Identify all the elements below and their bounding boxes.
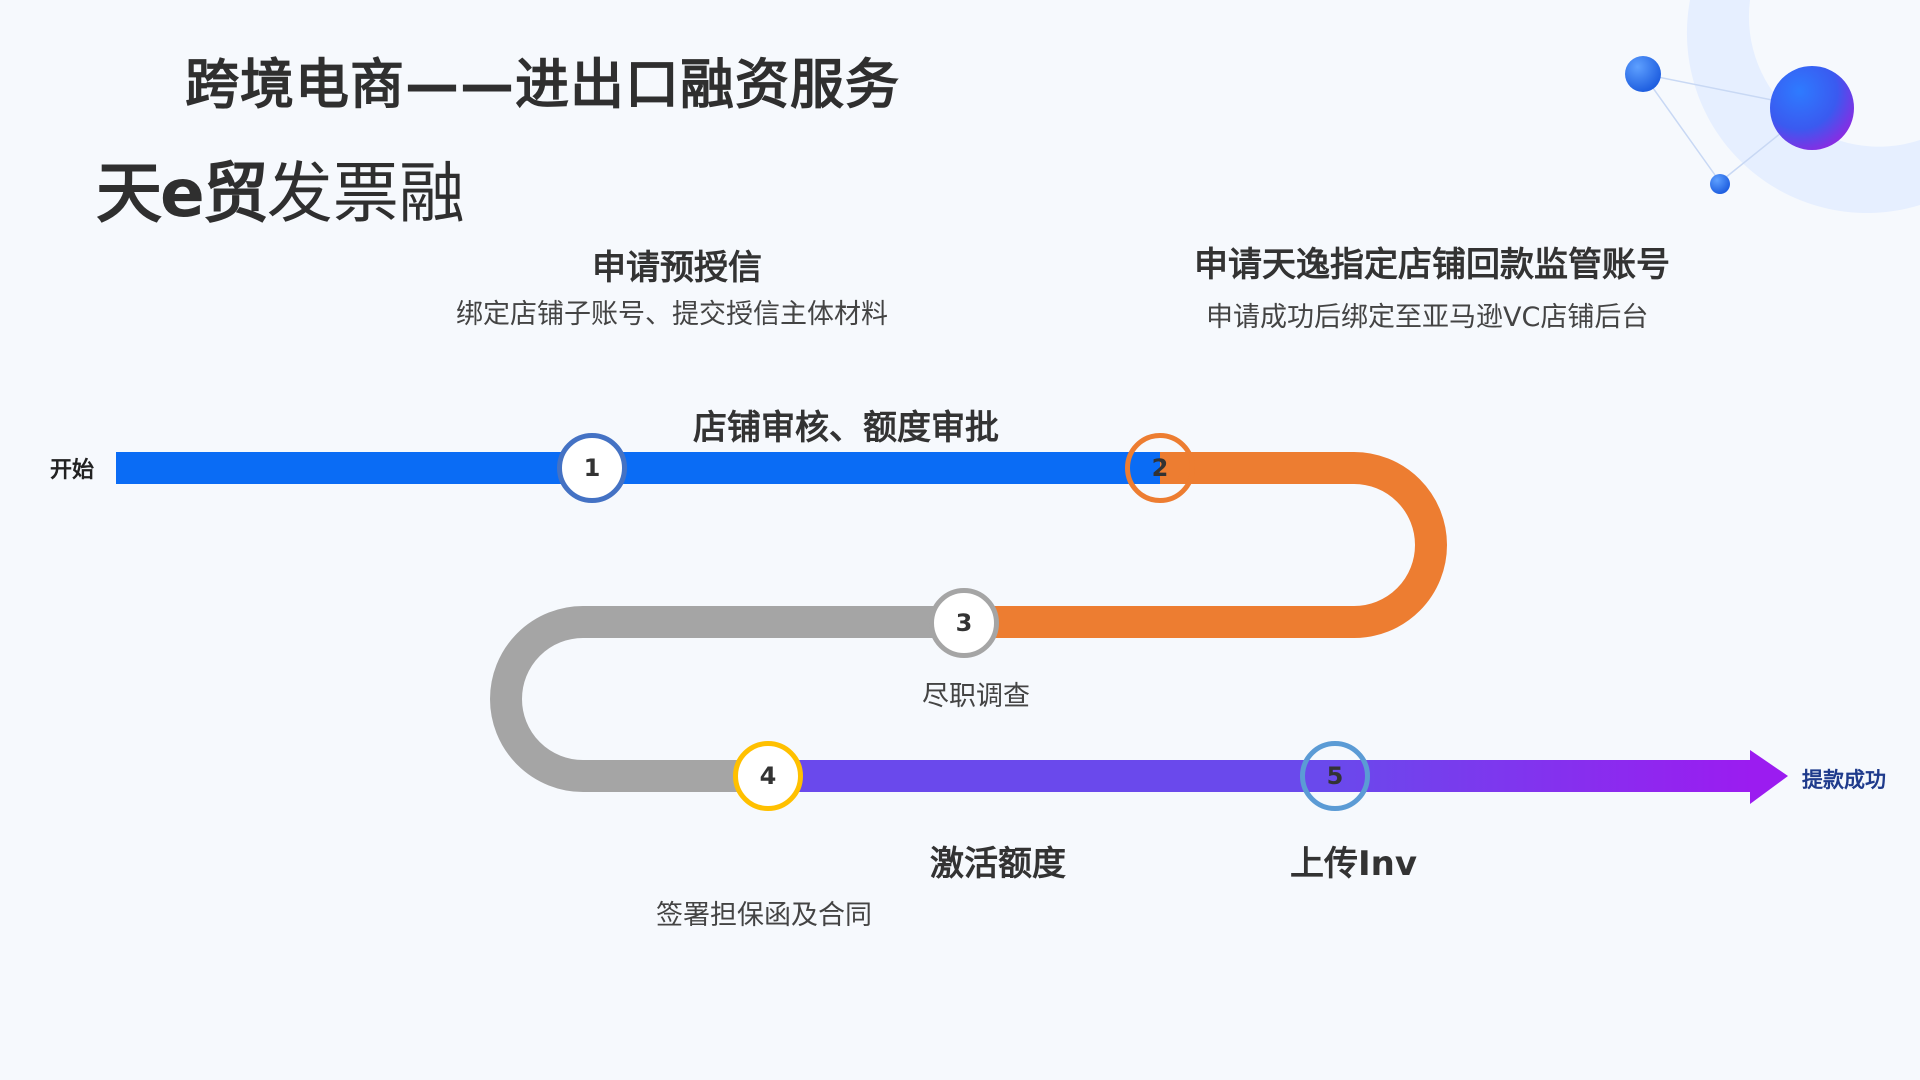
- step-2-node: 2: [1125, 433, 1195, 503]
- small-sphere: [1625, 56, 1661, 92]
- product-name: 天e贸发票融: [96, 140, 465, 236]
- step-1-title: 申请预授信: [592, 248, 762, 288]
- large-sphere: [1770, 66, 1854, 150]
- account-note-description: 申请成功后绑定至亚马逊VC店铺后台: [1206, 302, 1649, 333]
- step-3-description: 尽职调查: [922, 681, 1030, 712]
- start-label: 开始: [50, 458, 95, 483]
- account-note-title: 申请天逸指定店铺回款监管账号: [1194, 245, 1670, 285]
- route-segment-5-to-end: [1334, 760, 1752, 792]
- page-title: 跨境电商——进出口融资服务: [185, 53, 900, 116]
- tiny-sphere: [1710, 174, 1730, 194]
- step-1-description: 绑定店铺子账号、提交授信主体材料: [456, 299, 888, 330]
- step-3-node: 3: [929, 588, 999, 658]
- product-name-suffix: 发票融: [266, 155, 465, 232]
- step-1-node: 1: [557, 433, 627, 503]
- step-5-title: 上传Inv: [1290, 844, 1418, 884]
- step-5-node: 5: [1300, 741, 1370, 811]
- step-4-description: 签署担保函及合同: [656, 900, 872, 931]
- route-end-arrowhead: [1750, 750, 1788, 804]
- end-label: 提款成功: [1802, 768, 1886, 792]
- decorative-spheres: [1625, 0, 1920, 213]
- product-name-prefix: 天e贸: [96, 155, 269, 232]
- step-4-node: 4: [733, 741, 803, 811]
- step-2-title: 店铺审核、额度审批: [693, 408, 999, 448]
- route-segment-3-to-4: [490, 606, 968, 792]
- route-segment-2-to-3: [968, 452, 1447, 638]
- step-4-title: 激活额度: [930, 844, 1066, 884]
- route-segment-4-to-5: [766, 760, 1334, 792]
